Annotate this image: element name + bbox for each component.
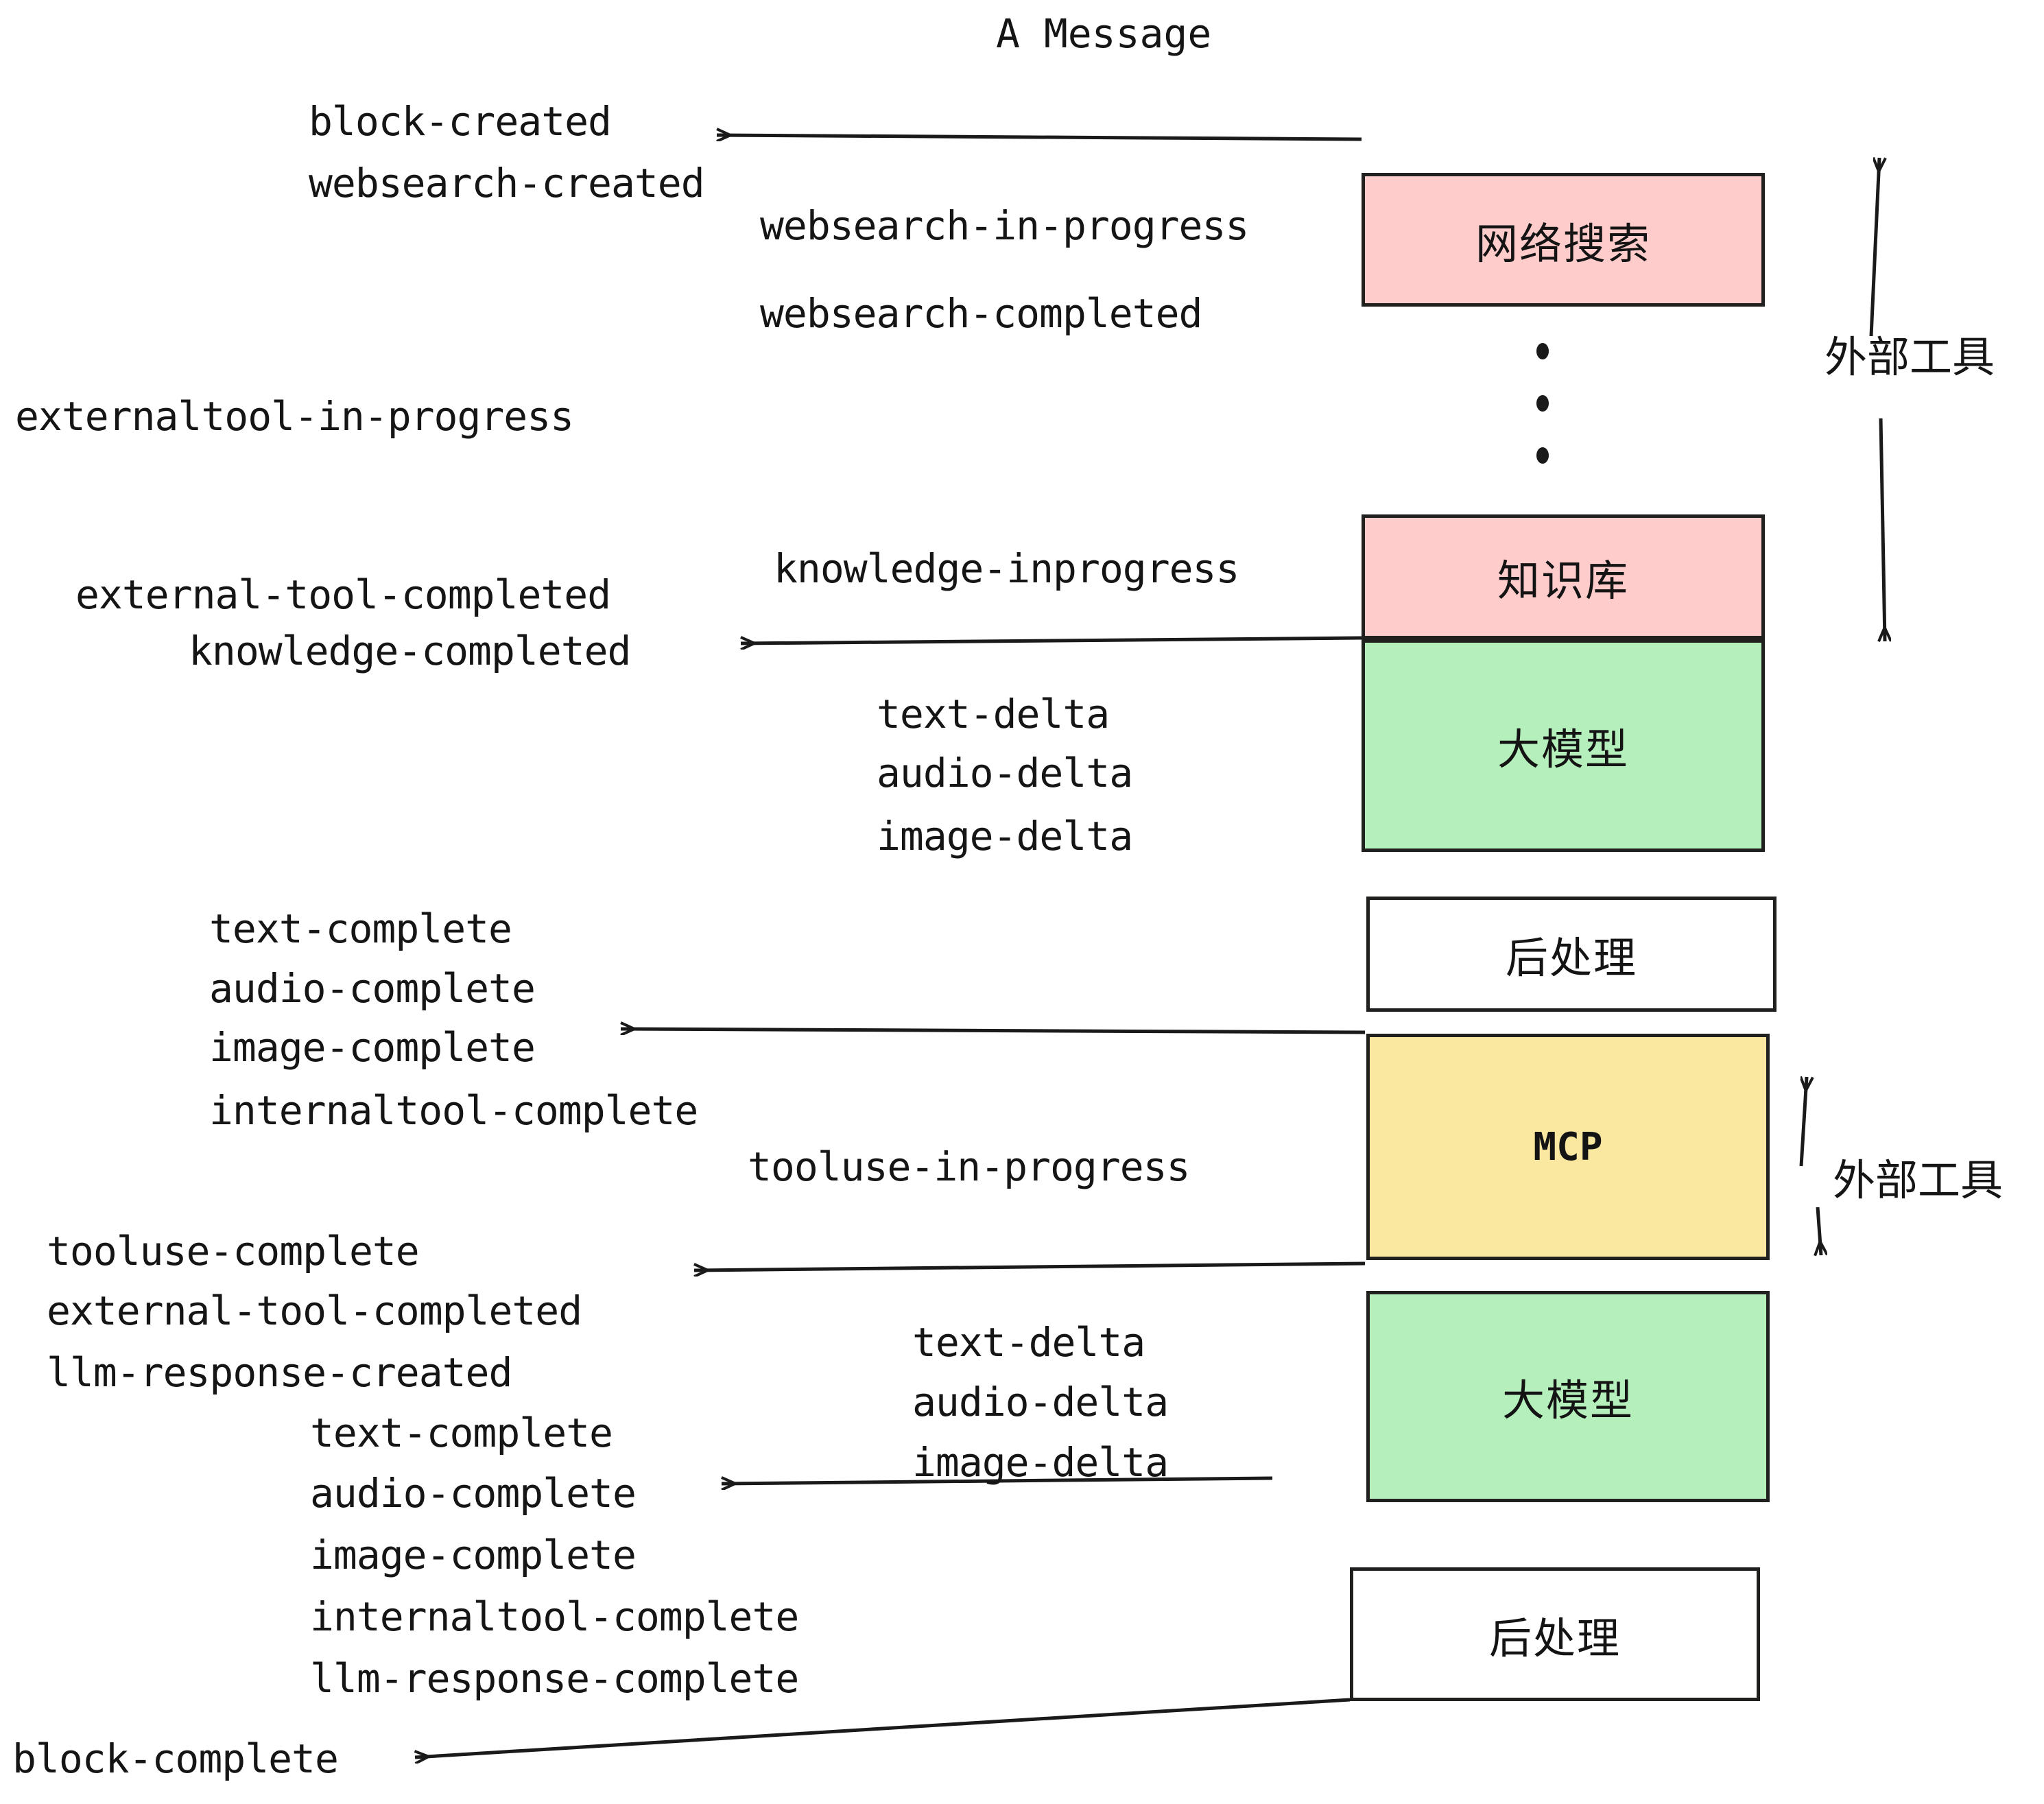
node-llm-2-label: 大模型 [1501,1375,1634,1425]
event-audio-delta-1: audio-delta [877,750,1133,796]
node-mcp[interactable]: MCP [1366,1034,1770,1260]
node-websearch[interactable]: 网络搜索 [1362,173,1765,307]
node-knowledge-label: 知识库 [1497,556,1629,606]
event-text-delta-2: text-delta [912,1319,1145,1366]
event-websearch-completed: websearch-completed [760,290,1202,337]
event-llm-response-created: llm-response-created [47,1349,512,1396]
node-llm-1-label: 大模型 [1497,724,1629,774]
diagram-title: A Message [996,10,1212,57]
event-text-complete-2: text-complete [310,1410,613,1456]
node-llm-1[interactable]: 大模型 [1362,639,1765,852]
node-websearch-label: 网络搜索 [1475,218,1651,269]
bracket-external-tool-top-up [1869,158,1879,337]
event-knowledge-completed: knowledge-completed [189,628,631,674]
bracket-external-tool-top-down [1881,418,1885,641]
event-externaltool-in-progress: externaltool-in-progress [15,393,574,440]
event-block-complete: block-complete [12,1735,339,1782]
node-postprocess-1[interactable]: 后处理 [1366,897,1776,1012]
node-mcp-label: MCP [1533,1124,1603,1170]
bracket-label-external-tool-bottom: 外部工具 [1833,1155,2004,1205]
vertical-ellipsis-dot-3 [1536,447,1549,464]
event-knowledge-inprogress: knowledge-inprogress [774,545,1239,592]
event-websearch-created: websearch-created [309,160,705,206]
bracket-external-tool-bottom-down [1818,1207,1821,1255]
arrow-mcp-to-tooluse-complete [694,1261,1366,1270]
event-block-created: block-created [309,98,612,145]
event-image-delta-2: image-delta [912,1439,1169,1486]
bracket-external-tool-bottom-up [1799,1077,1807,1167]
event-audio-complete-2: audio-complete [310,1470,637,1517]
event-internaltool-complete-2: internaltool-complete [310,1593,799,1640]
event-external-tool-completed-2: external-tool-completed [47,1287,582,1334]
event-internaltool-complete-1: internaltool-complete [209,1087,698,1134]
arrow-knowledge-to-completed [741,638,1362,643]
event-llm-response-complete: llm-response-complete [310,1655,799,1702]
arrow-websearch-to-created [717,135,1362,139]
event-image-complete-1: image-complete [209,1024,536,1071]
node-postprocess-2-label: 后处理 [1488,1613,1621,1663]
event-image-complete-2: image-complete [310,1532,637,1578]
event-websearch-in-progress: websearch-in-progress [760,202,1249,249]
event-text-complete-1: text-complete [209,905,512,952]
node-llm-2[interactable]: 大模型 [1366,1291,1770,1502]
node-postprocess-1-label: 后处理 [1505,933,1637,983]
arrow-postprocess2-to-block-complete [415,1698,1351,1757]
arrow-postprocess1-to-image-complete [621,1029,1366,1032]
vertical-ellipsis-dot-2 [1536,395,1549,412]
node-postprocess-2[interactable]: 后处理 [1350,1567,1760,1701]
event-image-delta-1: image-delta [877,813,1133,859]
event-tooluse-in-progress: tooluse-in-progress [748,1143,1190,1190]
event-external-tool-completed-1: external-tool-completed [75,571,611,618]
event-text-delta-1: text-delta [877,691,1110,737]
node-knowledge[interactable]: 知识库 [1362,514,1765,639]
vertical-ellipsis-dot-1 [1536,343,1549,359]
event-tooluse-complete: tooluse-complete [47,1228,420,1274]
bracket-label-external-tool-top: 外部工具 [1825,332,1995,382]
event-audio-complete-1: audio-complete [209,965,536,1012]
event-audio-delta-2: audio-delta [912,1379,1169,1425]
